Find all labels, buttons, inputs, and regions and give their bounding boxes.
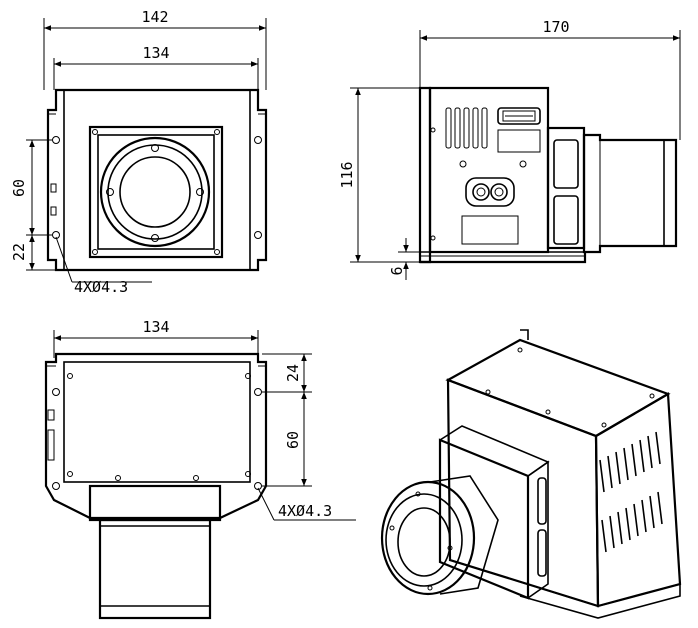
mount-hole [52, 231, 60, 239]
mount-hole [52, 482, 60, 490]
mount-hole [52, 388, 60, 396]
dim-text-24: 24 [284, 364, 302, 382]
dim-text-134-top: 134 [142, 318, 169, 336]
mount-hole [52, 136, 60, 144]
dim-text-142: 142 [141, 8, 168, 26]
mount-hole [254, 231, 262, 239]
dim-text-60: 60 [10, 179, 28, 197]
mount-hole [254, 136, 262, 144]
iso-vents [599, 431, 663, 553]
mount-hole [254, 482, 262, 490]
dim-text-116: 116 [338, 161, 356, 188]
dim-text-6: 6 [388, 266, 406, 275]
dim-text-22: 22 [10, 243, 28, 261]
hole-callout-top: 4XØ4.3 [278, 502, 332, 520]
dim-text-60-top: 60 [284, 431, 302, 449]
iso-lens-outer [380, 480, 476, 596]
top-view: 134 24 60 4XØ4.3 [44, 318, 356, 620]
dim-text-134: 134 [142, 44, 169, 62]
isometric-view [380, 329, 682, 619]
vent-slots [445, 107, 488, 149]
mount-hole [254, 388, 262, 396]
data-connector [497, 107, 541, 125]
front-view: 142 134 60 [10, 8, 268, 296]
side-view: 170 [338, 18, 681, 280]
hole-callout-front: 4XØ4.3 [74, 278, 128, 296]
dim-text-170: 170 [542, 18, 569, 36]
